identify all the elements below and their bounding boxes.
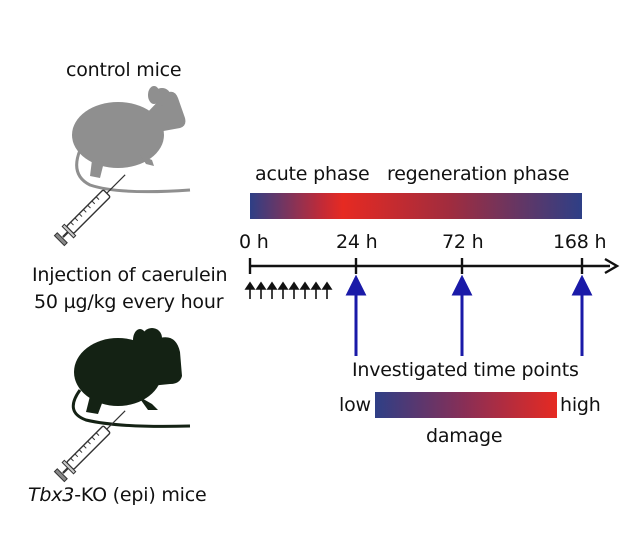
ko-gene-name: Tbx3 bbox=[28, 484, 75, 506]
investigated-time-points-label: Investigated time points bbox=[352, 359, 579, 381]
low-label: low bbox=[339, 394, 371, 416]
tick-label: 24 h bbox=[336, 231, 378, 253]
injection-arrows bbox=[244, 281, 333, 299]
timeline-axis bbox=[248, 257, 620, 275]
syringe-icon bbox=[52, 404, 132, 484]
ko-suffix: -KO (epi) mice bbox=[74, 484, 207, 506]
tick-label: 72 h bbox=[442, 231, 484, 253]
ko-mouse-icon bbox=[71, 328, 191, 428]
phase-gradient-bar bbox=[250, 193, 582, 219]
regeneration-phase-label: regeneration phase bbox=[387, 163, 570, 185]
syringe-icon bbox=[52, 168, 132, 248]
high-label: high bbox=[560, 394, 601, 416]
control-mice-label: control mice bbox=[66, 59, 182, 81]
tick-label: 168 h bbox=[553, 231, 607, 253]
injection-label-line2: 50 µg/kg every hour bbox=[34, 291, 224, 313]
damage-label: damage bbox=[426, 425, 503, 447]
damage-gradient-bar bbox=[375, 392, 557, 418]
ko-mice-label: Tbx3-KO (epi) mice bbox=[28, 486, 207, 505]
injection-label-line1: Injection of caerulein bbox=[32, 264, 228, 286]
time-point-arrows bbox=[345, 274, 593, 356]
acute-phase-label: acute phase bbox=[255, 163, 370, 185]
tick-label: 0 h bbox=[239, 231, 269, 253]
control-mouse-icon bbox=[72, 86, 191, 194]
